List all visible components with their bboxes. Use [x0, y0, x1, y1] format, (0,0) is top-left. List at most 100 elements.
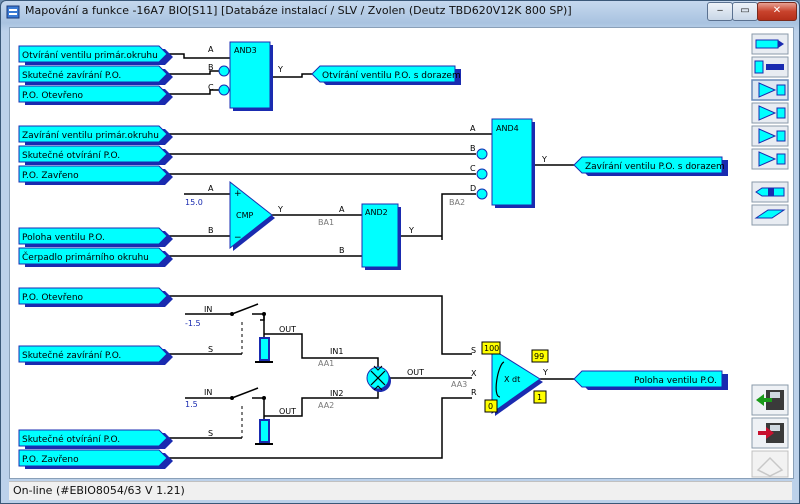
input-tag[interactable]: P.O. Zavřeno — [18, 449, 173, 469]
input-tag[interactable]: P.O. Zavřeno — [18, 165, 173, 185]
import-icon[interactable] — [751, 384, 789, 416]
output-tag[interactable]: Otvírání ventilu P.O. s dorazem — [311, 65, 461, 85]
output-max: 99 — [534, 352, 544, 361]
limit-max: 100 — [484, 344, 499, 353]
block-type-1-icon[interactable] — [751, 79, 789, 101]
net-label: AA2 — [318, 401, 334, 410]
output-tag[interactable]: Zavírání ventilu P.O. s dorazem — [573, 156, 728, 176]
net-label: BA2 — [449, 198, 465, 207]
cmp-minus: − — [234, 233, 242, 243]
input-tag[interactable]: Skutečné otvírání P.O. — [18, 145, 173, 165]
port-s: S — [471, 346, 476, 355]
window-title: Mapování a funkce -16A7 BIO[S11] [Databá… — [25, 4, 572, 17]
diagram-canvas[interactable]: Otvírání ventilu primár.okruhu Skutečné … — [9, 27, 794, 479]
and4-block[interactable]: AND4 A B C D Y — [470, 118, 547, 208]
maximize-button[interactable]: ▭ — [732, 2, 758, 21]
cmp-block[interactable]: + − CMP A B Y 15.0 — [185, 180, 283, 251]
input-tag[interactable]: Skutečné otvírání P.O. — [18, 429, 173, 449]
input-tag[interactable]: Skutečné zavírání P.O. — [18, 345, 173, 365]
port-out: OUT — [407, 368, 424, 377]
net-label: BA1 — [318, 218, 334, 227]
port-y: Y — [277, 65, 283, 74]
disabled-tool-icon[interactable] — [751, 450, 789, 478]
port-y: Y — [277, 205, 283, 214]
port-y: Y — [541, 155, 547, 164]
action-toolbar — [751, 384, 789, 478]
port-out: OUT — [279, 325, 296, 334]
output-tag[interactable]: Poloha ventilu P.O. — [573, 370, 728, 390]
port-c: C — [470, 164, 476, 173]
block-label: AND2 — [365, 208, 388, 217]
cmp-constant: 15.0 — [185, 198, 203, 207]
block-label: X dt — [504, 375, 520, 384]
close-button[interactable]: ✕ — [757, 2, 797, 21]
port-a: A — [339, 205, 345, 214]
block-label: CMP — [236, 211, 253, 220]
output-tags: Otvírání ventilu P.O. s dorazem Zavírání… — [311, 65, 728, 390]
port-a: A — [208, 45, 214, 54]
port-r: R — [471, 388, 477, 397]
wires — [168, 53, 574, 459]
input-tag[interactable]: Čerpadlo primárního okruhu — [18, 247, 173, 267]
status-bar: On-line (#EBIO8054/63 V 1.21) — [9, 481, 792, 500]
title-bar[interactable]: Mapování a funkce -16A7 BIO[S11] [Databá… — [1, 1, 799, 23]
output-label: Poloha ventilu P.O. — [634, 376, 717, 386]
switch-1[interactable]: IN -1.5 S OUT IN1 AA1 — [185, 305, 343, 368]
mult-input-label: IN1 — [330, 347, 343, 356]
port-d: D — [470, 184, 476, 193]
switch-constant: 1.5 — [185, 400, 198, 409]
net-label: AA1 — [318, 359, 334, 368]
port-in: IN — [204, 388, 212, 397]
port-b: B — [339, 246, 345, 255]
input-label: Zavírání ventilu primár.okruhu — [22, 131, 159, 141]
port-y: Y — [542, 368, 548, 377]
integrator-block[interactable]: X dt S X R Y 100 0 99 1 — [471, 341, 549, 416]
input-label: Skutečné zavírání P.O. — [22, 70, 121, 81]
port-a: A — [208, 184, 214, 193]
mult-input-label: IN2 — [330, 389, 343, 398]
port-s: S — [208, 345, 213, 354]
input-label: Čerpadlo primárního okruhu — [22, 251, 149, 263]
input-label: Skutečné otvírání P.O. — [22, 150, 120, 161]
constant-block-icon[interactable] — [751, 56, 789, 78]
output-min: 1 — [537, 393, 542, 402]
limit-min: 0 — [488, 402, 493, 411]
input-tag[interactable]: Skutečné zavírání P.O. — [18, 65, 173, 85]
input-tag[interactable]: Poloha ventilu P.O. — [18, 227, 173, 247]
port-s: S — [208, 429, 213, 438]
input-tags: Otvírání ventilu primár.okruhu Skutečné … — [18, 45, 173, 469]
port-in: IN — [204, 305, 212, 314]
input-tag[interactable]: P.O. Otevřeno — [18, 287, 173, 307]
input-label: Otvírání ventilu primár.okruhu — [22, 51, 158, 61]
output-block-icon[interactable] — [751, 181, 789, 203]
and3-block[interactable]: AND3 A B C Y — [208, 41, 283, 111]
port-c: C — [208, 83, 214, 92]
input-tag[interactable]: P.O. Otevřeno — [18, 85, 173, 105]
output-label: Zavírání ventilu P.O. s dorazem — [585, 162, 725, 172]
minimize-button[interactable]: ‒ — [707, 2, 733, 21]
output-slant-icon[interactable] — [751, 204, 789, 226]
input-label: Skutečné otvírání P.O. — [22, 434, 120, 445]
block-type-3-icon[interactable] — [751, 125, 789, 147]
block-type-4-icon[interactable] — [751, 148, 789, 170]
multiplier-block[interactable]: OUT AA3 — [366, 365, 467, 392]
switch-2[interactable]: IN 1.5 S OUT IN2 AA2 — [185, 388, 343, 438]
block-type-2-icon[interactable] — [751, 102, 789, 124]
input-label: P.O. Otevřeno — [22, 293, 84, 303]
input-label: P.O. Zavřeno — [22, 455, 79, 465]
block-toolbar — [751, 33, 789, 226]
port-b: B — [208, 226, 214, 235]
output-label: Otvírání ventilu P.O. s dorazem — [322, 71, 461, 81]
port-x: X — [471, 369, 477, 378]
input-tag[interactable]: Zavírání ventilu primár.okruhu — [18, 125, 173, 145]
input-block-icon[interactable] — [751, 33, 789, 55]
input-label: P.O. Otevřeno — [22, 91, 84, 101]
port-b: B — [470, 144, 476, 153]
switch-constant: -1.5 — [185, 319, 201, 328]
export-icon[interactable] — [751, 417, 789, 449]
net-label: AA3 — [451, 380, 467, 389]
port-out: OUT — [279, 407, 296, 416]
input-tag[interactable]: Otvírání ventilu primár.okruhu — [18, 45, 173, 65]
and2-block[interactable]: AND2 A B Y BA1 BA2 — [318, 198, 465, 270]
